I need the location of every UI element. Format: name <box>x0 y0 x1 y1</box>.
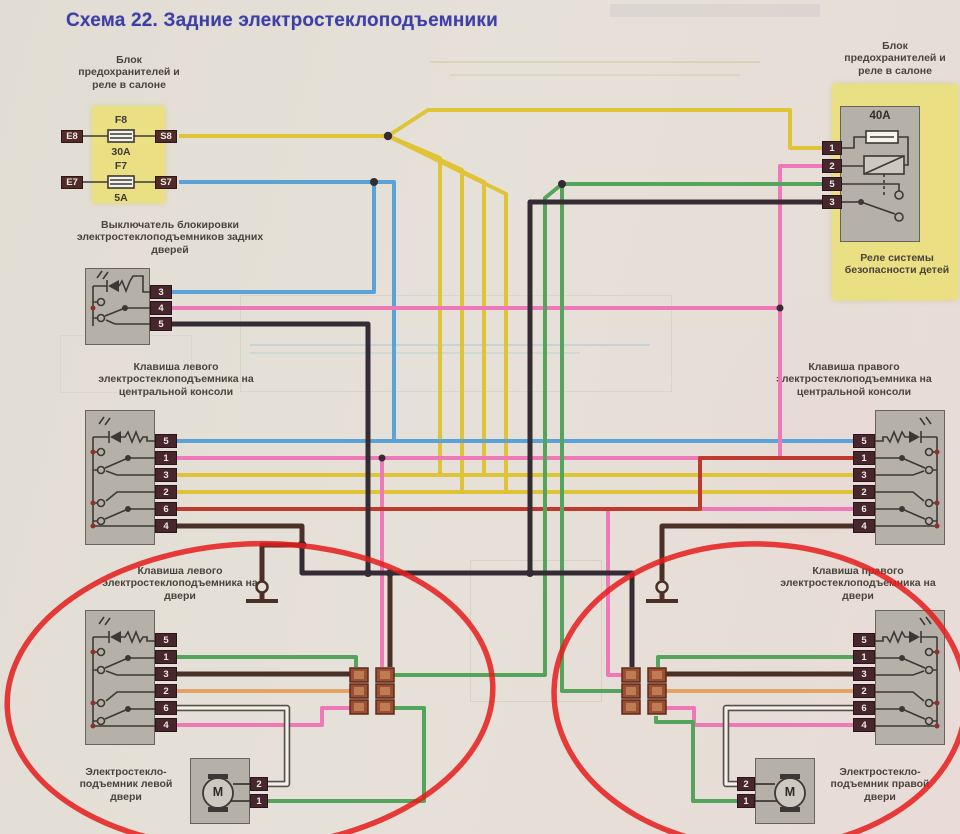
right-motor-label: Электростекло-подъемник правой двери <box>830 766 930 803</box>
switch-terminal: 3 <box>853 468 875 482</box>
fuse-rating: 5A <box>114 192 128 204</box>
relay-internals <box>842 130 909 222</box>
switch-terminal: 1 <box>853 451 875 465</box>
switch-terminal: 1 <box>155 650 177 664</box>
fuse-terminal: S7 <box>155 176 177 189</box>
fuse-box-label: Блок предохранителей и реле в салоне <box>78 54 180 91</box>
right-annotation-circle <box>551 541 960 834</box>
switch-terminal: 2 <box>155 684 177 698</box>
left-motor-symbol <box>202 774 250 812</box>
switch-terminal: 5 <box>853 633 875 647</box>
switch-terminal: 4 <box>853 519 875 533</box>
ground-symbol-right <box>655 580 669 594</box>
switch-terminal: 4 <box>853 718 875 732</box>
lock-switch-terminal: 4 <box>150 301 172 315</box>
brown-wires <box>177 523 853 677</box>
relay-terminal: 3 <box>822 195 842 209</box>
right-door-connector <box>621 667 667 715</box>
left-door-switch-label: Клавиша левого электростеклоподъемника н… <box>102 565 258 602</box>
motor-m-symbol: M <box>212 785 224 799</box>
fuse-terminal: E8 <box>61 130 83 143</box>
lock-switch-label: Выключатель блокировки электростеклоподъ… <box>76 219 264 256</box>
switch-terminal: 1 <box>853 650 875 664</box>
lock-switch-terminal: 5 <box>150 317 172 331</box>
right-console-switch-label: Клавиша правого электростеклоподъемника … <box>776 361 932 398</box>
fuse-rating: 30A <box>111 146 131 158</box>
switch-terminal: 3 <box>853 667 875 681</box>
motor-terminal: 2 <box>737 777 755 791</box>
left-console-switch-label: Клавиша левого электростеклоподъемника н… <box>98 361 254 398</box>
right-motor-symbol <box>755 774 806 812</box>
switch-terminal: 5 <box>853 434 875 448</box>
relay-terminal: 2 <box>822 159 842 173</box>
page-title: Схема 22. Задние электростеклоподъемники <box>66 10 499 31</box>
ground-symbol-left <box>255 580 269 594</box>
switch-terminal: 6 <box>853 701 875 715</box>
right-console-switch-body <box>875 410 945 545</box>
white-wires <box>177 704 853 788</box>
red-wires <box>177 456 853 511</box>
relay-rating: 40A <box>869 110 891 122</box>
fuse-symbols <box>83 129 155 189</box>
left-door-connector <box>349 667 395 715</box>
switch-terminal: 6 <box>155 701 177 715</box>
green-wires <box>177 182 853 803</box>
switch-terminal: 2 <box>155 485 177 499</box>
motor-terminal: 1 <box>737 794 755 808</box>
left-annotation-circle <box>4 540 496 834</box>
relay-caption: Реле системы безопасности детей <box>844 252 950 277</box>
switch-terminal: 6 <box>155 502 177 516</box>
motor-m-symbol: M <box>784 785 796 799</box>
switch-terminal: 1 <box>155 451 177 465</box>
relay-box-label: Блок предохранителей и реле в салоне <box>844 40 946 77</box>
relay-terminal: 1 <box>822 141 842 155</box>
fuse-terminal: E7 <box>61 176 83 189</box>
motor-terminal: 1 <box>250 794 268 808</box>
fuse-name: F7 <box>114 160 128 172</box>
switch-terminal: 5 <box>155 633 177 647</box>
switch-terminal: 3 <box>155 667 177 681</box>
motor-terminal: 2 <box>250 777 268 791</box>
yellow-wires <box>177 108 853 494</box>
switch-terminal: 2 <box>853 485 875 499</box>
switch-terminal: 5 <box>155 434 177 448</box>
switch-terminal: 3 <box>155 468 177 482</box>
blue-wires <box>172 180 853 443</box>
relay-terminal: 5 <box>822 177 842 191</box>
fuse-name: F8 <box>114 114 128 126</box>
switch-terminal: 4 <box>155 718 177 732</box>
lock-switch-terminal: 3 <box>150 285 172 299</box>
fuse-terminal: S8 <box>155 130 177 143</box>
pink-wires <box>172 164 853 727</box>
switch-terminal: 2 <box>853 684 875 698</box>
left-motor-label: Электростекло-подъемник левой двери <box>79 766 173 803</box>
switch-terminal: 4 <box>155 519 177 533</box>
switch-terminal: 6 <box>853 502 875 516</box>
